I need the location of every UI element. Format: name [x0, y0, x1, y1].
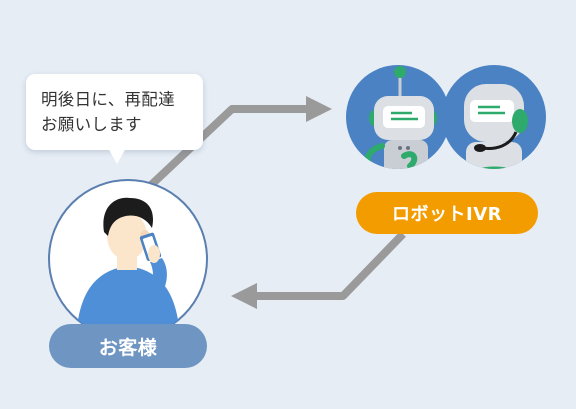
arrow-to-customer — [231, 231, 406, 309]
customer-avatar — [48, 179, 208, 339]
speech-bubble-line-2: お願いします — [41, 115, 142, 134]
speech-bubble: 明後日に、再配達 お願いします — [26, 74, 203, 164]
speech-bubble-line-1: 明後日に、再配達 — [41, 90, 175, 109]
robot-ivr-label: ロボットIVR — [356, 192, 538, 234]
robot-with-antenna — [346, 65, 450, 169]
robot-with-headset — [442, 65, 546, 169]
speech-bubble-tail — [108, 148, 126, 164]
customer-label: お客様 — [49, 324, 207, 368]
arrow-to-robot — [147, 96, 332, 189]
